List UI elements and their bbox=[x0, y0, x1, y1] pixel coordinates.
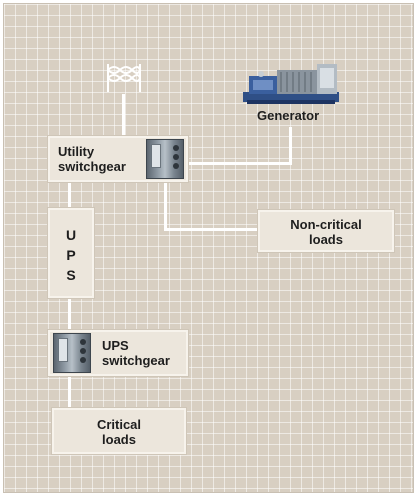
ups-letter-u: U bbox=[65, 227, 77, 243]
diagram-canvas: Generator Utility switchgear U P S Non-c… bbox=[3, 3, 414, 493]
switchgear-cabinet-icon bbox=[146, 139, 184, 179]
generator-icon bbox=[243, 64, 339, 104]
non-critical-loads-box: Non-critical loads bbox=[258, 210, 394, 252]
ups-box: U P S bbox=[48, 208, 94, 298]
utility-switchgear-label-line2: switchgear bbox=[58, 159, 126, 174]
utility-tower-icon bbox=[107, 64, 141, 92]
wire-utility-feed bbox=[122, 94, 125, 138]
ups-switchgear-label-line1: UPS bbox=[102, 338, 129, 353]
wire-generator-to-switchgear bbox=[185, 162, 292, 165]
critical-label-line1: Critical bbox=[96, 417, 142, 432]
wire-ups-switchgear-to-critical bbox=[68, 374, 71, 410]
wire-switchgear-to-ups bbox=[68, 180, 71, 210]
non-critical-label-line2: loads bbox=[309, 232, 343, 247]
wire-switchgear-to-noncritical bbox=[164, 180, 167, 230]
ups-letter-p: P bbox=[66, 247, 76, 263]
wire-generator-down bbox=[289, 127, 292, 165]
critical-label-line2: loads bbox=[102, 432, 136, 447]
non-critical-label-line1: Non-critical bbox=[290, 217, 362, 232]
ups-letter-s: S bbox=[66, 267, 76, 283]
wire-ups-to-ups-switchgear bbox=[68, 296, 71, 332]
generator-label: Generator bbox=[257, 108, 320, 123]
switchgear-cabinet-icon bbox=[53, 333, 91, 373]
utility-switchgear-label-line1: Utility bbox=[58, 144, 95, 159]
wire-noncritical-horizontal bbox=[164, 228, 260, 231]
utility-switchgear-box: Utility switchgear bbox=[48, 136, 188, 182]
ups-switchgear-label-line2: switchgear bbox=[102, 353, 170, 368]
ups-switchgear-box: UPS switchgear bbox=[48, 330, 188, 376]
critical-loads-box: Critical loads bbox=[52, 408, 186, 454]
